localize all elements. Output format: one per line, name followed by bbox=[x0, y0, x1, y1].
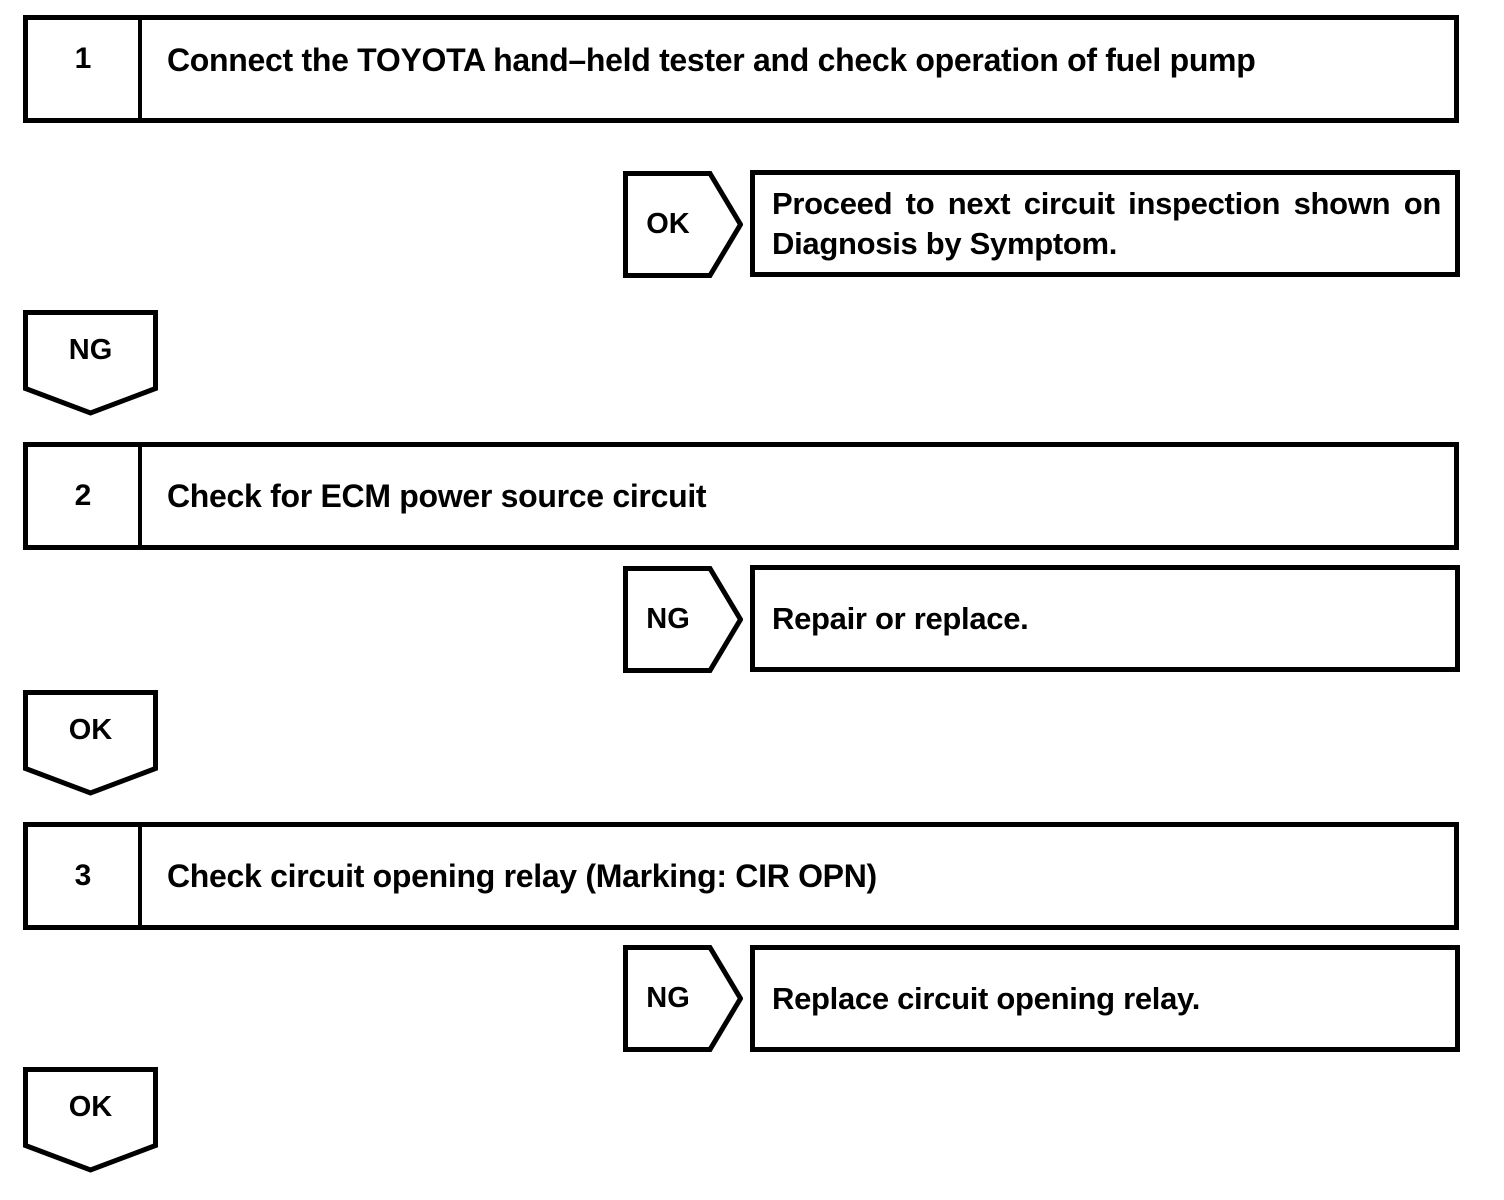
step-1-number: 1 bbox=[28, 20, 142, 118]
down-pentagon-icon bbox=[23, 690, 158, 796]
step-3-result-line-1: Replace circuit opening relay. bbox=[772, 980, 1201, 1016]
step-2-number: 2 bbox=[28, 447, 142, 545]
step-3-title: Check circuit opening relay (Marking: CI… bbox=[167, 857, 877, 894]
step-2-title: Check for ECM power source circuit bbox=[167, 477, 707, 514]
step-3-result-box: Replace circuit opening relay. bbox=[750, 945, 1460, 1052]
step-2-box: 2 Check for ECM power source circuit bbox=[23, 442, 1459, 550]
step-3-branch-label: NG bbox=[646, 982, 690, 1014]
step-1-box: 1 Connect the TOYOTA hand–held tester an… bbox=[23, 15, 1459, 123]
step-1-title: Connect the TOYOTA hand–held tester and … bbox=[167, 42, 1256, 78]
right-arrow-pentagon-icon bbox=[623, 566, 743, 673]
step-1-result-box: Proceed to next circuit inspection shown… bbox=[750, 170, 1460, 277]
step-3-continue-label: OK bbox=[68, 1090, 113, 1123]
step-3-box: 3 Check circuit opening relay (Marking: … bbox=[23, 822, 1459, 930]
step-1-result-line-1: Proceed to next circuit inspection shown… bbox=[772, 185, 1441, 221]
step-2-continue-connector: OK bbox=[23, 690, 158, 796]
step-2-result-line-1: Repair or replace. bbox=[772, 600, 1029, 636]
down-pentagon-icon bbox=[23, 1067, 158, 1173]
step-3-branch-arrow: NG bbox=[623, 945, 743, 1052]
step-2-continue-label: OK bbox=[68, 713, 113, 746]
step-1-result-line-2: Diagnosis by Symptom. bbox=[772, 225, 1118, 261]
step-1-branch-label: OK bbox=[646, 208, 690, 240]
step-1-branch-arrow: OK bbox=[623, 171, 743, 278]
step-1-continue-connector: NG bbox=[23, 310, 158, 416]
step-3-number: 3 bbox=[28, 827, 142, 925]
step-3-continue-connector: OK bbox=[23, 1067, 158, 1173]
right-arrow-pentagon-icon bbox=[623, 945, 743, 1052]
right-arrow-pentagon-icon bbox=[623, 171, 743, 278]
down-pentagon-icon bbox=[23, 310, 158, 416]
step-2-branch-label: NG bbox=[646, 603, 690, 635]
step-2-branch-arrow: NG bbox=[623, 566, 743, 673]
step-1-continue-label: NG bbox=[68, 333, 113, 366]
step-2-result-box: Repair or replace. bbox=[750, 565, 1460, 672]
